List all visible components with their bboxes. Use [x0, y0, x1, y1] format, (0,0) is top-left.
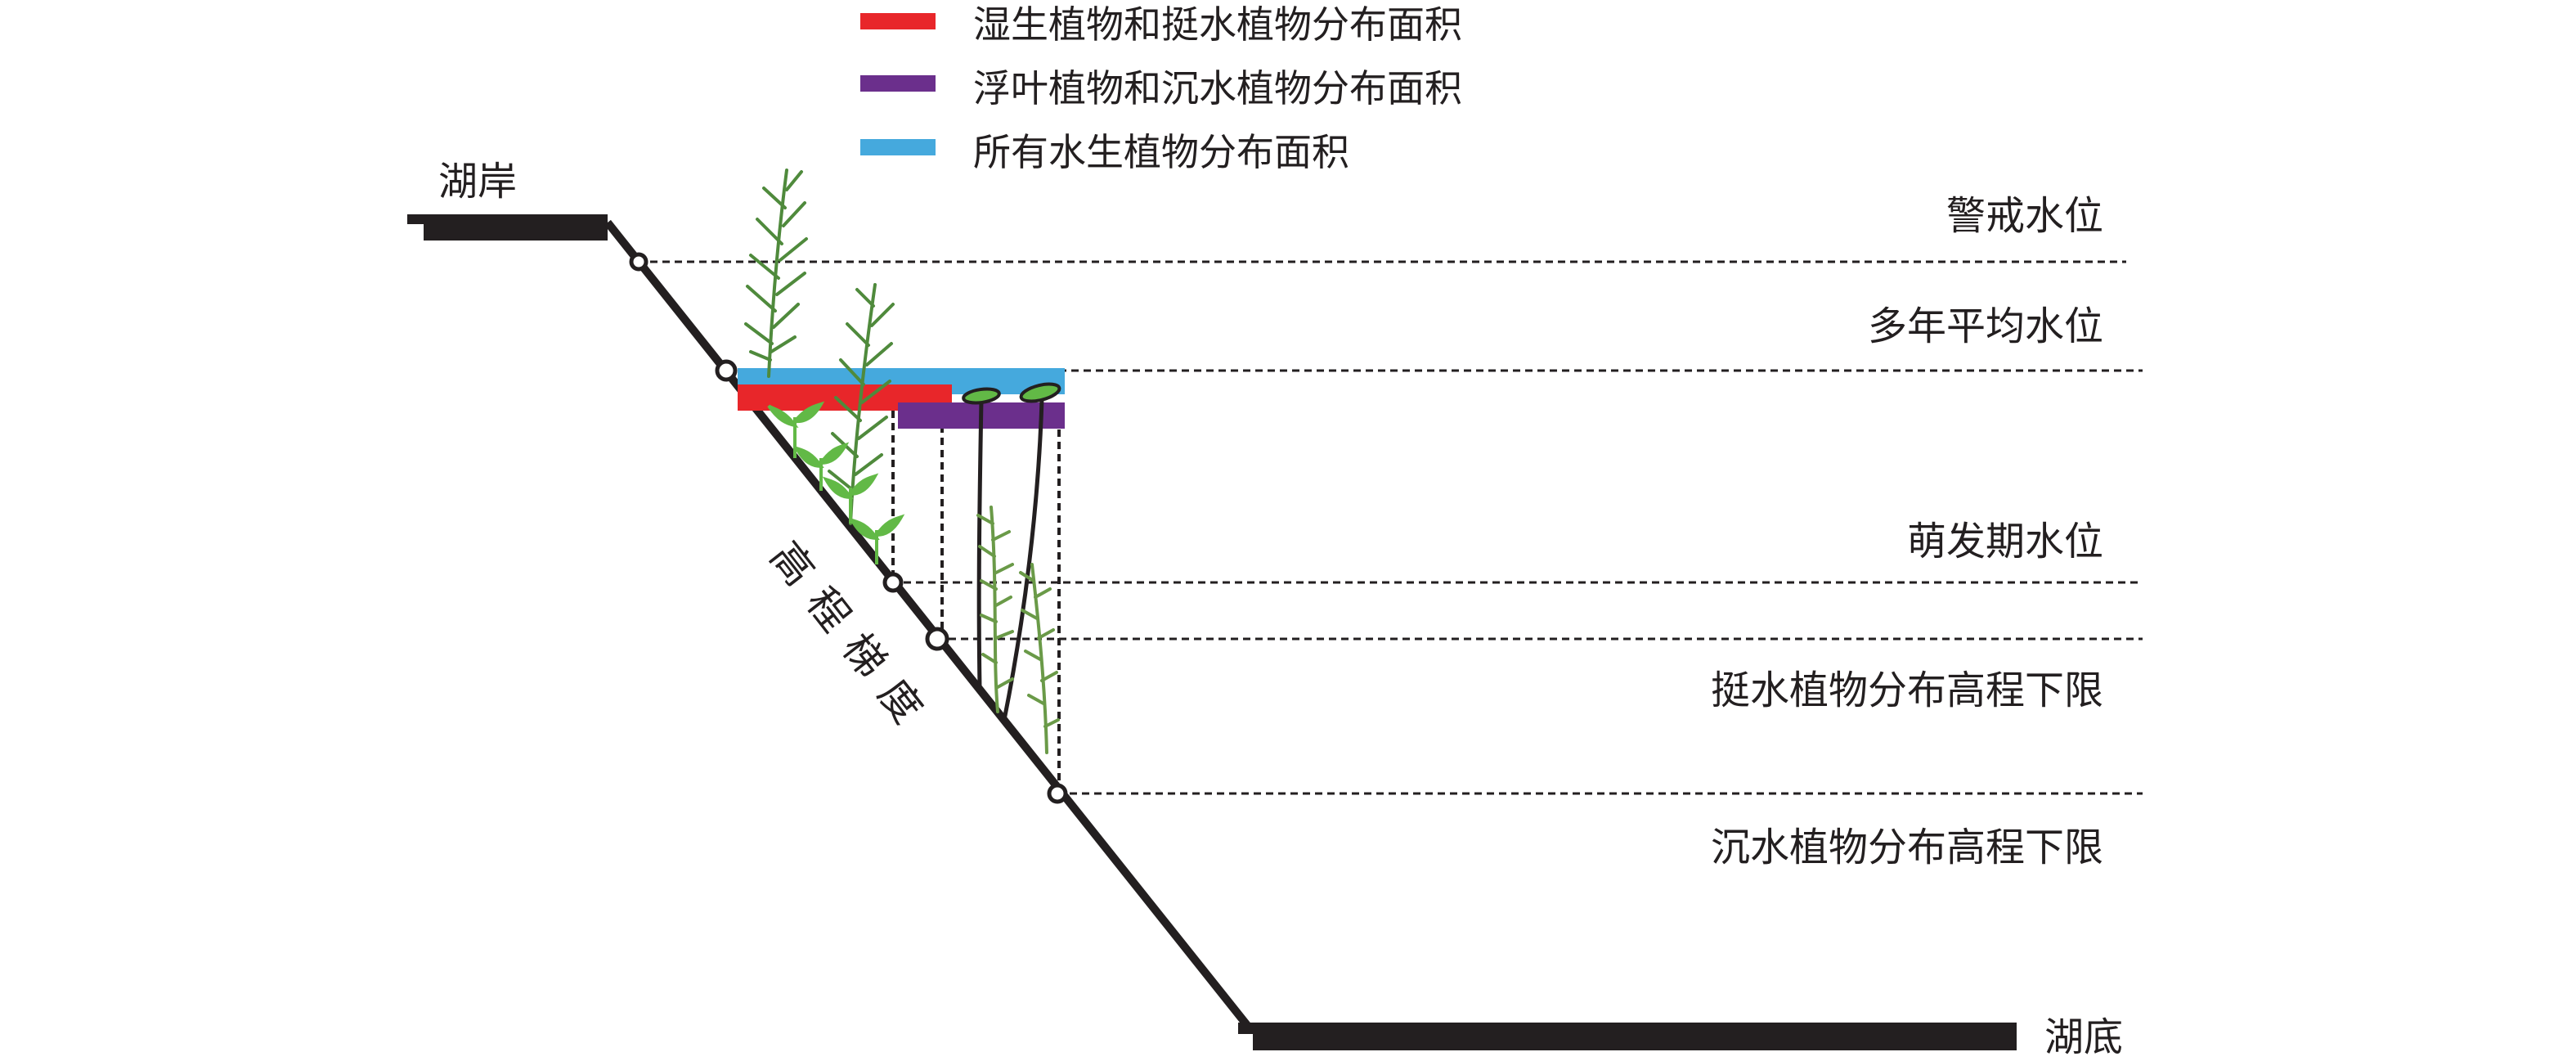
legend: 湿生植物和挺水植物分布面积 浮叶植物和沉水植物分布面积 所有水生植物分布面积: [860, 2, 1462, 174]
sprout-2: [792, 442, 850, 491]
legend-swatch-all-aquatic: [860, 139, 936, 155]
emergent-limit-label: 挺水植物分布高程下限: [1711, 668, 2103, 713]
sprout-1: [767, 401, 825, 458]
floating-leaf-stem-2: [1002, 398, 1044, 721]
floating-leaf-plants: [962, 382, 1061, 721]
submerged-limit-point: [1047, 783, 1068, 804]
floating-leaf-stem-1: [976, 398, 984, 688]
germination-level-label: 萌发期水位: [1907, 519, 2103, 564]
legend-label-floating-submerged: 浮叶植物和沉水植物分布面积: [973, 66, 1462, 110]
annual-mean-level-label: 多年平均水位: [1868, 303, 2103, 349]
lake-bottom-bar: [1238, 1023, 2017, 1034]
submerged-plants: [976, 506, 1060, 754]
lake-bottom-bar-thick: [1253, 1034, 2017, 1050]
warning-level-point: [629, 252, 648, 272]
sprout-3: [822, 473, 879, 524]
slope-line: [604, 219, 1253, 1032]
germination-level-point: [882, 572, 904, 593]
slope-label: 高 程 梯 度: [761, 533, 931, 732]
level-labels: 警戒水位 多年平均水位 萌发期水位 挺水植物分布高程下限 沉水植物分布高程下限: [1711, 193, 2103, 870]
slope-label-char-3: 梯: [833, 625, 895, 686]
shore-top-bar: [407, 214, 608, 224]
emergent-limit-point: [925, 627, 949, 651]
legend-swatch-wet-emergent: [860, 13, 936, 29]
floating-leaf-1: [962, 387, 1001, 405]
distribution-bars: [738, 368, 1065, 429]
sprout-plants: [767, 401, 905, 564]
shore-label: 湖岸: [438, 159, 517, 205]
legend-label-wet-emergent: 湿生植物和挺水植物分布面积: [973, 2, 1462, 47]
floating-leaf-2: [1019, 382, 1061, 403]
slope-label-char-1: 高: [761, 533, 824, 595]
slope-label-char-4: 度: [869, 671, 931, 732]
legend-swatch-floating-submerged: [860, 75, 936, 92]
lake-profile: [407, 214, 2017, 1050]
warning-level-label: 警戒水位: [1946, 193, 2103, 239]
sprout-4: [848, 514, 905, 564]
annual-mean-level-point: [715, 359, 738, 382]
vertical-drop-lines: [891, 411, 1061, 794]
slope-label-char-2: 程: [797, 579, 859, 641]
submerged-limit-label: 沉水植物分布高程下限: [1711, 825, 2103, 870]
shore-bottom-bar: [424, 224, 608, 241]
legend-label-all-aquatic: 所有水生植物分布面积: [973, 130, 1349, 174]
reed-plant-1: [744, 169, 808, 378]
intersection-points: [629, 252, 1068, 804]
lake-bottom-label: 湖底: [2044, 1014, 2123, 1060]
